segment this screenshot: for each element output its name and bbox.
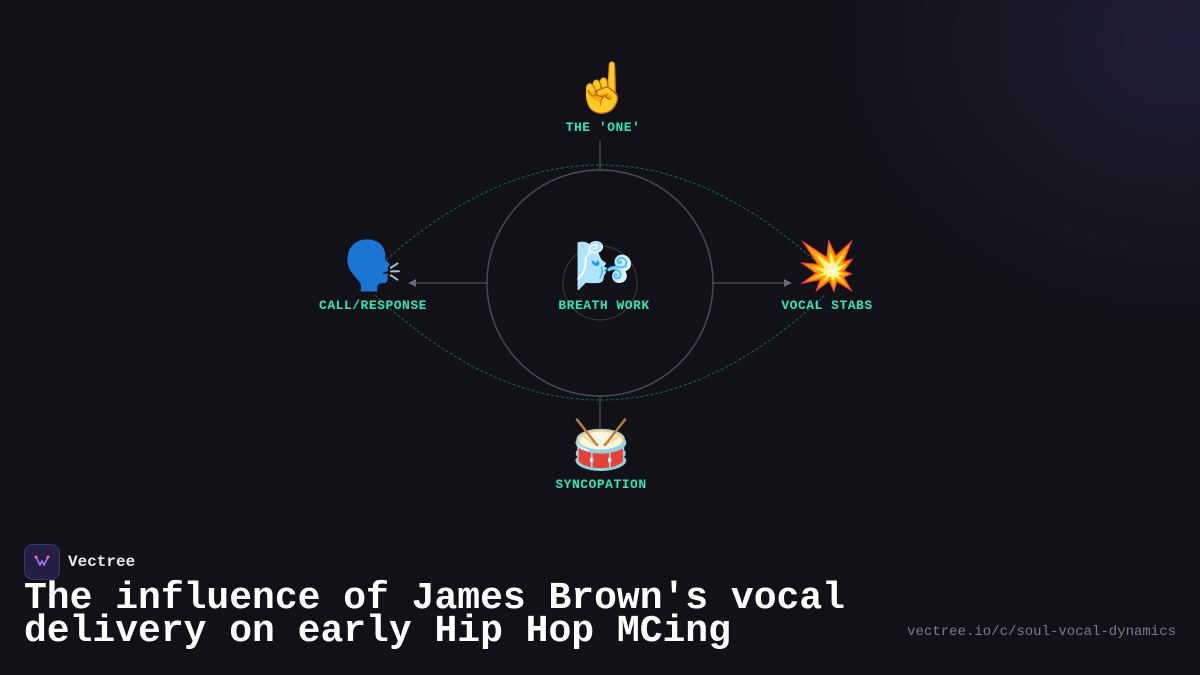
center-ring (562, 245, 638, 321)
collision-icon: 💥 (797, 238, 857, 294)
node-label-syncopation: SYNCOPATION (555, 477, 647, 492)
node-the-one: ☝️ THE 'ONE' (566, 60, 641, 135)
node-call-response: 🗣️ CALL/RESPONSE (319, 238, 427, 313)
node-vocal-stabs: 💥 VOCAL STABS (781, 238, 872, 313)
brand: Vectree (24, 544, 135, 580)
node-syncopation: 🥁 SYNCOPATION (555, 417, 646, 492)
page-title: The influence of James Brown's vocal del… (24, 577, 845, 653)
outer-ellipse-bottom-arc (374, 294, 826, 401)
source-url[interactable]: vectree.io/c/soul-vocal-dynamics (907, 624, 1176, 640)
node-label-breath-work: BREATH WORK (558, 298, 650, 313)
node-label-call-response: CALL/RESPONSE (319, 298, 427, 313)
node-label-vocal-stabs: VOCAL STABS (781, 298, 873, 313)
node-breath-work: 🌬️ BREATH WORK (558, 238, 649, 313)
speaking-head-icon: 🗣️ (343, 238, 403, 294)
breath-icon: 🌬️ (574, 238, 634, 294)
outer-ellipse-top-arc (374, 164, 826, 271)
pointing-up-icon: ☝️ (573, 60, 633, 116)
node-label-the-one: THE 'ONE' (565, 120, 641, 135)
brand-logo-icon (24, 544, 60, 580)
brand-name: Vectree (68, 553, 136, 571)
drum-icon: 🥁 (571, 417, 631, 473)
